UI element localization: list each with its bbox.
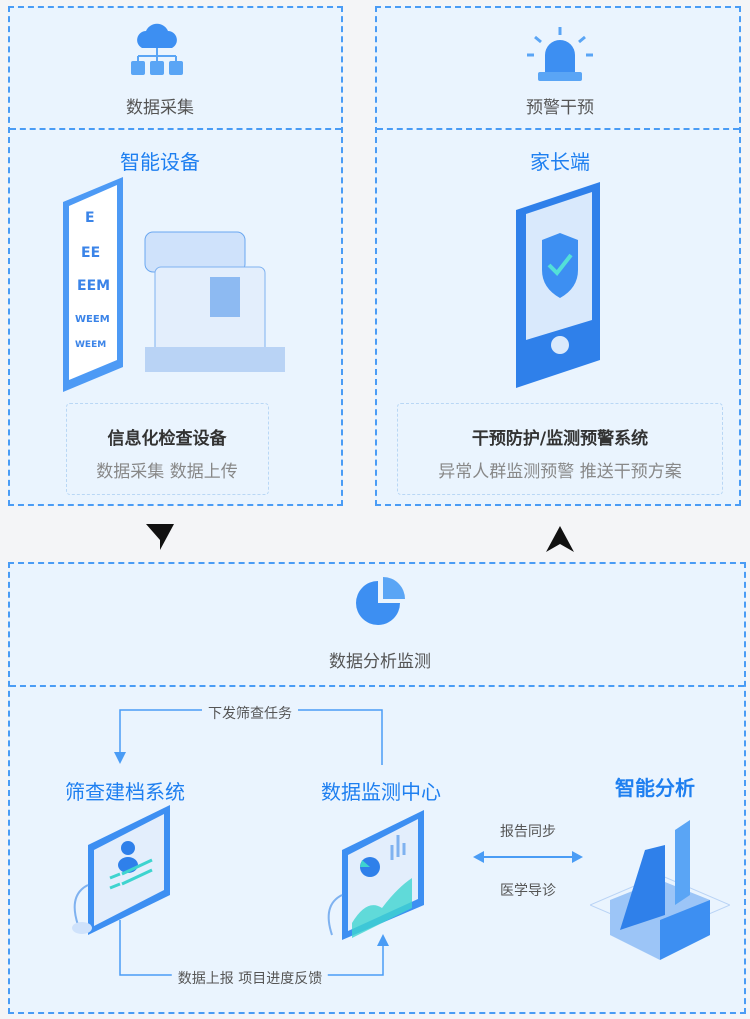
ai-3d-illustration — [590, 820, 730, 960]
sync-bottom-label: 医学导诊 — [500, 883, 556, 899]
sync-top-label: 报告同步 — [500, 824, 556, 840]
warn-title: 预警干预 — [526, 98, 594, 118]
warn-box-desc: 异常人群监测预警 推送干预方案 — [438, 462, 682, 482]
collect-title: 数据采集 — [126, 98, 194, 118]
pie-chart-icon — [356, 577, 405, 625]
divider — [10, 685, 744, 687]
collect-info-box — [66, 403, 269, 495]
flow-top-label: 下发筛查任务 — [202, 703, 298, 723]
data-analysis-panel — [8, 562, 746, 1014]
svg-text:EE: EE — [81, 245, 100, 261]
svg-text:WEEM: WEEM — [75, 340, 106, 350]
svg-text:EEM: EEM — [77, 278, 110, 294]
monitor-profile-illustration — [72, 805, 170, 935]
divider — [377, 128, 739, 130]
cloud-network-icon — [131, 23, 183, 75]
node-monitoring-center: 数据监测中心 — [321, 780, 441, 804]
collect-box-title: 信息化检查设备 — [107, 429, 227, 449]
collect-box-desc: 数据采集 数据上传 — [96, 462, 238, 482]
warn-box-title: 干预防护/监测预警系统 — [471, 429, 649, 449]
divider — [10, 128, 341, 130]
node-screening-system: 筛查建档系统 — [65, 780, 185, 804]
flow-bottom-label: 数据上报 项目进度反馈 — [171, 968, 329, 988]
arrow-up-icon — [546, 526, 574, 552]
svg-text:E: E — [85, 210, 95, 226]
arrow-down-icon — [146, 524, 174, 550]
svg-text:WEEM: WEEM — [75, 314, 110, 325]
alarm-siren-icon — [527, 27, 593, 81]
warn-info-box — [397, 403, 723, 495]
phone-shield-illustration — [516, 182, 600, 388]
analysis-title: 数据分析监测 — [329, 652, 431, 672]
collect-subtitle: 智能设备 — [120, 150, 200, 174]
node-ai-analysis: 智能分析 — [615, 776, 695, 800]
warn-subtitle: 家长端 — [530, 150, 590, 174]
monitor-chart-illustration — [327, 810, 424, 940]
